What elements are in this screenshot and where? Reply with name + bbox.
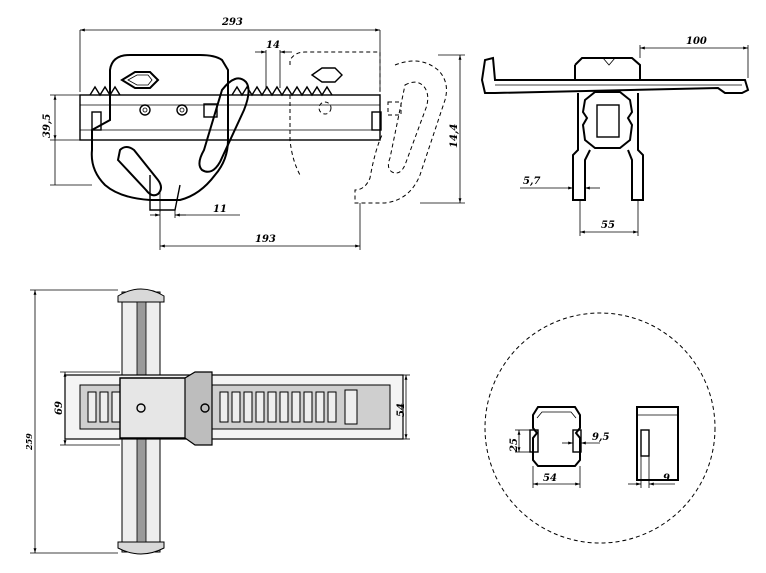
dim-label-54-profile: 54	[543, 473, 557, 484]
dim-label-14: 14	[266, 40, 280, 51]
dim-plan-length: 259	[24, 289, 118, 554]
dim-height-low: 39,5	[42, 94, 92, 141]
dim-label-9: 9	[663, 473, 670, 484]
dim-label-9-5: 9,5	[592, 432, 609, 443]
dim-label-259: 259	[24, 433, 34, 451]
front-view: 100 5,7 55	[480, 36, 750, 236]
dim-tooth-pitch: 14	[255, 40, 292, 88]
plan-view: 259 69 54	[24, 288, 410, 555]
dim-rail-width: 54	[396, 374, 410, 440]
dim-base-length: 193	[160, 203, 361, 250]
dim-side-thickness: 9	[628, 456, 675, 488]
side-view: 293 14 39,5 14,4	[42, 17, 465, 250]
rack-teeth	[89, 85, 333, 97]
dim-foot-width: 55	[579, 200, 639, 236]
dim-overall-length: 293	[79, 17, 381, 92]
dim-label-11: 11	[213, 204, 227, 215]
dim-label-25: 25	[509, 438, 520, 453]
dim-label-55: 55	[601, 220, 615, 231]
dim-height-total: 14,4	[420, 54, 465, 204]
detail-view: 25 9,5 54 9	[484, 312, 716, 544]
dim-label-39-5: 39,5	[42, 114, 53, 138]
dim-label-69: 69	[54, 401, 65, 415]
dim-profile-wall: 9,5	[562, 432, 609, 445]
dim-label-14-4: 14,4	[449, 124, 460, 148]
dim-jaw-offset: 11	[150, 200, 240, 250]
rail-teeth	[87, 389, 358, 425]
dim-plan-width: 69	[54, 371, 120, 446]
dim-top-width: 100	[639, 36, 749, 78]
dim-label-100: 100	[686, 36, 707, 47]
dim-profile-inner: 25	[509, 429, 530, 453]
dim-profile-width: 54	[532, 466, 581, 488]
dim-label-293: 293	[221, 17, 243, 28]
dim-label-193: 193	[255, 234, 276, 245]
dim-label-54: 54	[396, 403, 407, 417]
dim-label-5-7: 5,7	[523, 176, 540, 187]
dim-plate-thickness: 5,7	[520, 176, 600, 190]
